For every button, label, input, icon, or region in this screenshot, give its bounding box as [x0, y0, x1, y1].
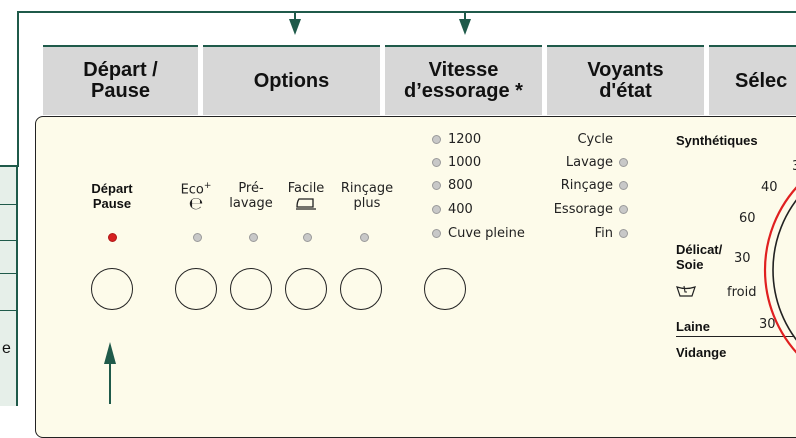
- option-facile-led: [303, 233, 312, 242]
- side-panel: [0, 165, 18, 406]
- program-vidange: Vidange: [676, 345, 727, 360]
- spin-speed-cuve-pleine: Cuve pleine: [432, 226, 525, 241]
- status-led: [619, 158, 628, 167]
- header-selection: Sélec: [709, 45, 796, 115]
- spin-speed-800: 800: [432, 178, 473, 193]
- side-divider: [0, 310, 16, 311]
- side-divider: [0, 240, 16, 241]
- depart-label: Départ Pause: [80, 181, 144, 211]
- depart-label-line1: Départ: [91, 181, 133, 196]
- spin-led: [432, 229, 441, 238]
- program-laine: Laine: [676, 319, 710, 334]
- depart-label-line2: Pause: [92, 196, 132, 211]
- header-depart: Départ / Pause: [43, 45, 198, 115]
- connector-stem-options: [294, 11, 296, 21]
- connector-stem-vitesse: [464, 11, 466, 21]
- iron-icon: [296, 198, 316, 210]
- program-synthetiques: Synthétiques: [676, 133, 758, 148]
- start-pause-button[interactable]: [91, 268, 133, 310]
- spin-speed-button[interactable]: [424, 268, 466, 310]
- side-divider: [0, 273, 16, 274]
- status-rincage: Rinçage: [540, 178, 628, 193]
- control-panel: [35, 116, 796, 438]
- handwash-icon: [676, 285, 696, 297]
- status-lavage: Lavage: [540, 155, 628, 170]
- option-facile-button[interactable]: [285, 268, 327, 310]
- option-prelavage-label: Pré- lavage: [229, 181, 273, 211]
- program-divider: [676, 336, 796, 337]
- header-options-label: Options: [253, 69, 330, 92]
- header-options: Options: [203, 45, 380, 115]
- connector-left-line: [17, 11, 19, 167]
- option-eco-button[interactable]: [175, 268, 217, 310]
- arrow-down-vitesse-icon: [459, 19, 471, 35]
- status-cycle: Cycle: [577, 132, 613, 147]
- side-text: e: [2, 340, 11, 357]
- spin-led: [432, 158, 441, 167]
- option-prelavage-led: [249, 233, 258, 242]
- depart-led: [108, 233, 117, 242]
- spin-speed-1200: 1200: [432, 132, 481, 147]
- program-dial[interactable]: [749, 175, 796, 375]
- temp-30-delicat: 30: [734, 251, 751, 266]
- temp-froid: froid: [727, 285, 757, 300]
- program-delicat: Délicat/ Soie: [676, 242, 723, 272]
- spin-led: [432, 135, 441, 144]
- spin-led: [432, 205, 441, 214]
- spin-led: [432, 181, 441, 190]
- option-prelavage-button[interactable]: [230, 268, 272, 310]
- option-eco-led: [193, 233, 202, 242]
- status-essorage: Essorage: [540, 202, 628, 217]
- status-led: [619, 181, 628, 190]
- header-voyants-label: Voyants d'état: [587, 59, 664, 102]
- temp-30-top: 3: [792, 159, 796, 174]
- status-led: [619, 229, 628, 238]
- arrow-down-options-icon: [289, 19, 301, 35]
- option-rincage-button[interactable]: [340, 268, 382, 310]
- temp-60: 60: [739, 211, 756, 226]
- header-vitesse-label: Vitesse d’essorage *: [404, 59, 523, 102]
- connector-stem-depart: [109, 362, 111, 404]
- temp-30-laine: 30: [759, 317, 776, 332]
- option-facile-label: Facile: [283, 181, 329, 210]
- option-rincage-label: Rinçage plus: [340, 181, 394, 211]
- spin-speed-400: 400: [432, 202, 473, 217]
- arrow-up-depart-icon: [104, 342, 116, 364]
- option-eco-label: Eco+ ℮: [172, 179, 220, 215]
- status-fin: Fin: [540, 226, 628, 241]
- header-voyants: Voyants d'état: [547, 45, 704, 115]
- header-selection-label: Sélec: [735, 69, 788, 92]
- eco-e-icon: ℮: [188, 194, 204, 215]
- temp-40: 40: [761, 180, 778, 195]
- status-led: [619, 205, 628, 214]
- header-vitesse: Vitesse d’essorage *: [385, 45, 542, 115]
- option-rincage-led: [360, 233, 369, 242]
- header-depart-label: Départ / Pause: [83, 59, 158, 102]
- spin-speed-1000: 1000: [432, 155, 481, 170]
- connector-top-line: [17, 11, 796, 13]
- side-divider: [0, 204, 16, 205]
